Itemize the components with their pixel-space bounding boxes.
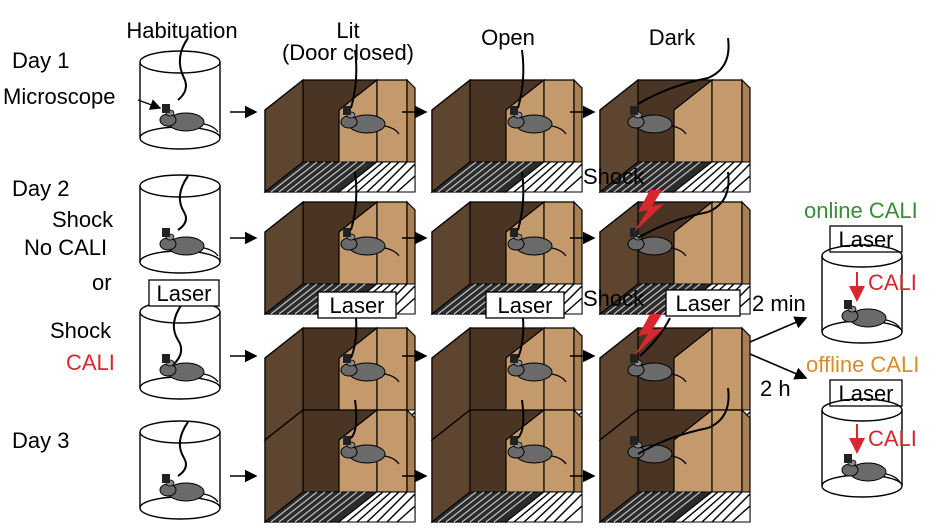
offline-cali-label: offline CALI	[806, 352, 919, 377]
laser-box-open	[485, 291, 565, 319]
header-lit: Lit	[336, 18, 359, 43]
arena-day2-no-cali	[139, 174, 221, 274]
header-open: Open	[481, 25, 535, 50]
shock-label-cali-dark: Shock	[583, 286, 645, 311]
online-cali-label: online CALI	[804, 198, 918, 223]
day3-label: Day 3	[12, 428, 69, 453]
laser-box-habituation	[148, 279, 220, 307]
laser-label-open: Laser	[497, 293, 552, 318]
shock-bolt-icon	[634, 314, 664, 356]
two-h-label: 2 h	[760, 376, 791, 401]
no-cali-label: No CALI	[24, 235, 107, 260]
cali-label-online: CALI	[868, 270, 917, 295]
row-day3	[264, 387, 751, 523]
header-door-closed: (Door closed)	[282, 40, 414, 65]
shock-label-row3: Shock	[50, 318, 112, 343]
laser-label-offline: Laser	[838, 381, 893, 406]
day2-label: Day 2	[12, 176, 69, 201]
arena-day1	[139, 37, 221, 150]
day1-label: Day 1	[12, 48, 69, 73]
or-label: or	[92, 270, 112, 295]
row-day1	[264, 37, 751, 193]
arena-day2-cali	[139, 300, 221, 400]
laser-box-lit	[317, 291, 397, 319]
laser-label-online: Laser	[838, 227, 893, 252]
cali-label-offline: CALI	[868, 426, 917, 451]
header-dark: Dark	[649, 25, 696, 50]
row-day2-no-cali	[264, 171, 751, 315]
microscope-pointer-arrow	[137, 99, 162, 110]
two-min-label: 2 min	[752, 291, 806, 316]
cali-label-row3: CALI	[66, 350, 115, 375]
laser-label-habituation: Laser	[156, 281, 211, 306]
flow-arrows	[230, 105, 808, 483]
laser-box-dark	[665, 289, 741, 317]
shock-label-row2: Shock	[52, 207, 114, 232]
arena-day3	[139, 420, 221, 520]
microscope-label: Microscope	[3, 84, 115, 109]
shock-label-day2-dark: Shock	[583, 164, 645, 189]
laser-label-lit: Laser	[329, 293, 384, 318]
header-habituation: Habituation	[126, 18, 237, 43]
shock-bolt-icon	[634, 190, 664, 232]
laser-label-dark: Laser	[675, 291, 730, 316]
